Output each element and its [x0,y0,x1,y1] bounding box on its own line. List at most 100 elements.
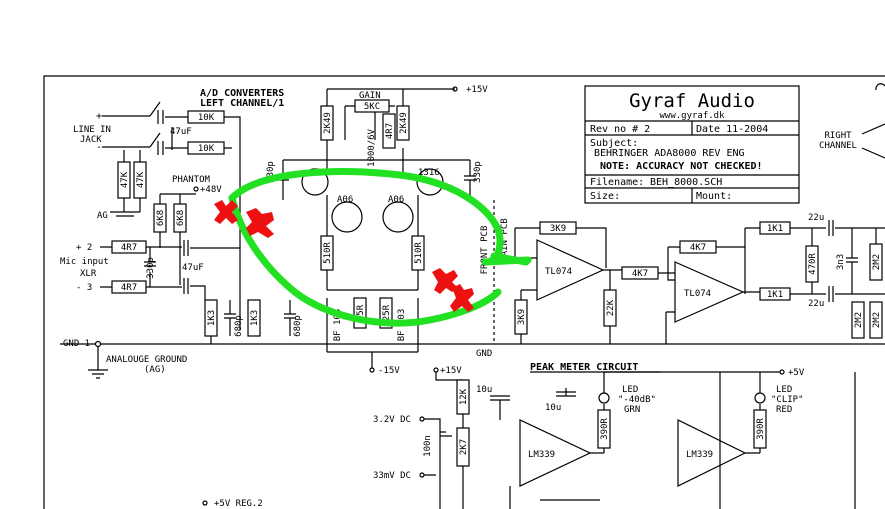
svg-text:BF 103: BF 103 [333,309,343,342]
svg-text:100n: 100n [423,435,433,457]
svg-text:"CLIP": "CLIP" [771,395,804,405]
company-website: www.gyraf.dk [659,111,725,121]
svg-text:+48V: +48V [200,185,222,195]
size-label: Size: [590,191,620,202]
phantom-section: PHANTOM +48V 6K8 6K8 [153,175,222,285]
peak-meter-circuit: PEAK METER CIRCUIT +15V 12K 2K7 10u 10u … [202,362,856,509]
svg-text:4R7: 4R7 [121,243,137,253]
svg-text:47K: 47K [120,171,130,188]
svg-text:1316: 1316 [418,168,440,178]
svg-text:22u: 22u [808,213,824,223]
svg-text:2M2: 2M2 [872,312,882,328]
right-channel-label: RIGHT CHANNEL [819,83,885,159]
svg-text:GND: GND [476,349,492,359]
bias-network: 1K3 680p 1K3 680p [60,299,480,345]
svg-text:25R: 25R [356,304,366,321]
svg-text:330p: 330p [473,161,483,183]
svg-text:3.2V DC: 3.2V DC [373,415,411,425]
svg-text:2K49: 2K49 [399,112,409,134]
svg-text:510R: 510R [414,242,424,264]
svg-text:1K3: 1K3 [207,310,217,326]
svg-text:FRONT PCB: FRONT PCB [480,226,490,275]
subject-label: Subject: [590,138,638,149]
svg-text:2M2: 2M2 [872,254,882,270]
svg-text:390R: 390R [756,418,766,440]
svg-text:GAIN: GAIN [359,91,381,101]
svg-text:"-40dB": "-40dB" [618,395,656,405]
svg-text:10K: 10K [198,113,215,123]
svg-text:33mV DC: 33mV DC [373,471,411,481]
mic-input-section: + 2 Mic input XLR - 3 4R7 4R7 330p 47uF [60,240,240,300]
svg-text:XLR: XLR [80,269,97,279]
svg-text:5KC: 5KC [364,102,380,112]
svg-text:+5V: +5V [788,368,805,378]
svg-text:330p: 330p [266,161,276,183]
svg-text:TL074: TL074 [684,289,711,299]
svg-text:(AG): (AG) [144,365,166,375]
svg-text:4K7: 4K7 [632,269,648,279]
svg-text:+5V REG.2: +5V REG.2 [214,499,263,509]
svg-text:LM339: LM339 [528,450,555,460]
opamp-stage-2: 4K7 TL074 1K1 1K1 22u 22u 470R 3n3 2M2 2… [480,213,885,345]
svg-text:6K8: 6K8 [176,210,186,226]
svg-text:-15V: -15V [378,366,400,376]
svg-text:680p: 680p [234,315,244,337]
svg-text:2M2: 2M2 [854,312,864,328]
svg-text:+15V: +15V [440,366,462,376]
svg-text:12K: 12K [459,388,469,405]
subject-value: BEHRINGER ADA8000 REV ENG [594,148,745,159]
svg-text:RED: RED [776,405,792,415]
svg-text:330p: 330p [146,257,156,279]
revision-label: Rev no # 2 [590,124,650,135]
svg-text:AG: AG [97,211,108,221]
svg-text:1000/6V: 1000/6V [367,128,377,167]
svg-text:390R: 390R [600,418,610,440]
svg-text:680p: 680p [293,315,303,337]
svg-text:- 3: - 3 [76,283,92,293]
left-channel-heading: LEFT CHANNEL/1 [200,98,284,109]
red-marks-annotation [214,200,474,312]
svg-text:CHANNEL: CHANNEL [819,141,857,151]
svg-text:6K8: 6K8 [156,210,166,226]
svg-text:4R7: 4R7 [121,283,137,293]
svg-text:22u: 22u [808,299,824,309]
svg-text:+15V: +15V [466,85,488,95]
svg-text:3K9: 3K9 [517,309,527,325]
opamp-stage-1: 3K9 TL074 3K9 22K 4K7 [514,221,675,344]
ad-converters-heading: A/D CONVERTERS [200,88,284,99]
svg-text:25R: 25R [382,304,392,321]
svg-text:ANALOUGE GROUND: ANALOUGE GROUND [106,355,187,365]
svg-text:47uF: 47uF [170,127,192,137]
svg-text:TL074: TL074 [545,267,572,277]
svg-text:LED: LED [776,385,792,395]
svg-text:10u: 10u [476,385,492,395]
company-name: Gyraf Audio [629,90,755,112]
svg-text:A06: A06 [337,195,353,205]
svg-text:+: + [96,111,102,122]
line-input-section: + - LINE IN JACK 10K 10K 47uF 47K 47K AG [73,101,241,330]
svg-text:A06: A06 [388,195,404,205]
svg-text:3K9: 3K9 [550,224,566,234]
title-block: Gyraf Audio www.gyraf.dk Rev no # 2 Date… [584,85,800,204]
svg-text:+ 2: + 2 [76,243,92,253]
svg-text:2K7: 2K7 [459,439,469,455]
svg-text:1K3: 1K3 [250,310,260,326]
svg-text:47uF: 47uF [182,263,204,273]
svg-text:JACK: JACK [80,135,102,145]
svg-text:4K7: 4K7 [690,243,706,253]
svg-text:10K: 10K [198,144,215,154]
svg-text:PHANTOM: PHANTOM [172,175,211,185]
svg-text:3n3: 3n3 [836,254,846,270]
svg-text:MAIN PCB: MAIN PCB [500,218,510,261]
date-label: Date 11-2004 [696,124,768,135]
svg-text:510R: 510R [323,242,333,264]
svg-text:10u: 10u [545,403,561,413]
svg-text:LM339: LM339 [686,450,713,460]
svg-text:470R: 470R [808,253,818,275]
ground-section: GND 1 ANALOUGE GROUND (AG) GND [63,339,492,379]
svg-text:1K1: 1K1 [767,290,783,300]
svg-text:RIGHT: RIGHT [824,131,852,141]
accuracy-note: NOTE: ACCURACY NOT CHECKED! [600,161,763,172]
svg-text:47K: 47K [136,171,146,188]
